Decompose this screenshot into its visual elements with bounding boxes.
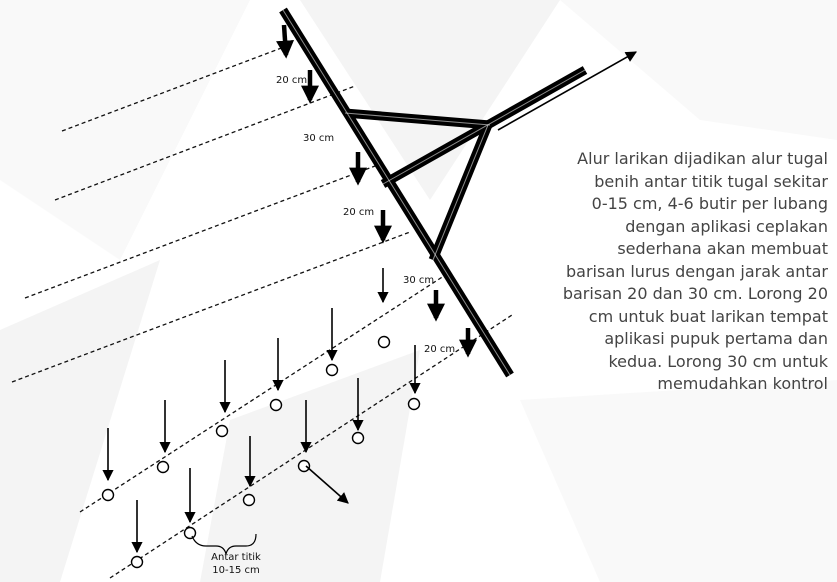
planting-row	[11, 231, 411, 383]
planting-row	[24, 165, 376, 299]
spacing-label: 30 cm	[303, 133, 334, 144]
planter-frame	[279, 7, 588, 378]
spacing-label: 20 cm	[424, 344, 455, 355]
description-text: Alur larikan dijadikan alur tugal benih …	[380, 148, 828, 396]
planting-row	[79, 271, 451, 513]
direction-arrow	[497, 51, 637, 131]
planting-hole	[377, 335, 391, 349]
spacing-brace	[191, 533, 257, 555]
planting-hole	[407, 397, 421, 411]
description-line: barisan lurus dengan jarak antar	[566, 261, 828, 281]
description-line: cm untuk buat larikan tempat	[588, 306, 828, 326]
spacing-note-line2: 10-15 cm	[212, 565, 259, 576]
planting-holes	[101, 335, 421, 569]
row-direction-arrow	[305, 465, 349, 504]
planting-hole	[351, 431, 365, 445]
description-line: dengan aplikasi ceplakan	[625, 216, 828, 236]
description-line: benih antar titik tugal sekitar	[594, 171, 828, 191]
furrow-openers	[276, 24, 477, 358]
planting-hole	[297, 459, 311, 473]
spacing-note-line1: Antar titik	[211, 552, 261, 563]
planting-hole	[183, 526, 197, 540]
description-line: sederhana akan membuat	[617, 239, 828, 258]
planting-hole	[130, 555, 144, 569]
planting-hole	[325, 363, 339, 377]
planting-hole	[101, 488, 115, 502]
spacing-label: 20 cm	[276, 75, 307, 86]
description-line: 0-15 cm, 4-6 butir per lubang	[591, 194, 828, 213]
description-line: memudahkan kontrol	[657, 374, 828, 393]
spacing-label: 30 cm	[403, 275, 434, 286]
furrow-opener-arrow	[276, 24, 295, 59]
description-line: barisan 20 dan 30 cm. Lorong 20	[562, 284, 828, 303]
description-line: Alur larikan dijadikan alur tugal	[577, 149, 828, 168]
planting-hole	[269, 398, 283, 412]
spacing-label: 20 cm	[343, 207, 374, 218]
planting-hole	[242, 493, 256, 507]
planting-row	[61, 46, 285, 132]
planting-hole	[215, 424, 229, 438]
description-line: kedua. Lorong 30 cm untuk	[608, 351, 828, 371]
seed-drop-arrows	[102, 268, 421, 554]
description-line: aplikasi pupuk pertama dan	[604, 329, 828, 348]
planting-row	[54, 85, 356, 201]
planting-hole	[156, 460, 170, 474]
